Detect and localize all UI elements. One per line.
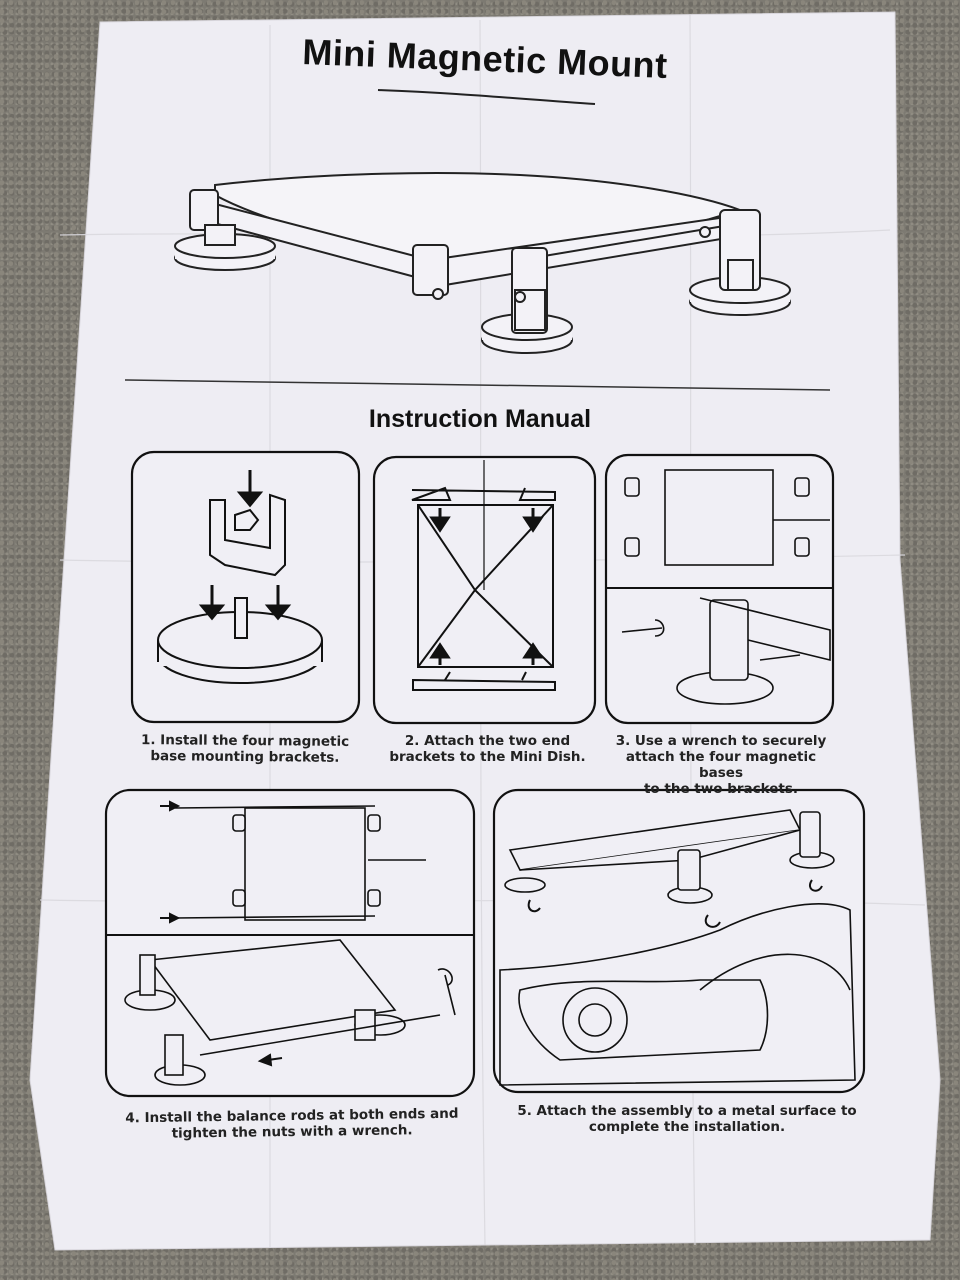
title-underline — [377, 89, 596, 105]
magnetic-mount-illustration — [174, 172, 791, 354]
panel-step-5 — [492, 788, 866, 1094]
step-4-caption: 4. Install the balance rods at both ends… — [125, 1105, 459, 1142]
panel-step-3 — [604, 453, 835, 725]
step-3-caption: 3. Use a wrench to securely attach the f… — [615, 733, 827, 797]
wrench-icon — [621, 619, 665, 637]
step-1-caption: 1. Install the four magnetic base mounti… — [140, 732, 350, 766]
arrow-icon — [429, 508, 544, 665]
arrow-icon — [160, 800, 283, 1067]
arrow-icon — [198, 470, 292, 621]
step-2-caption: 2. Attach the two end brackets to the Mi… — [389, 733, 586, 765]
magnet-icon — [527, 879, 823, 928]
car-illustration — [499, 903, 856, 1086]
wrench-icon — [437, 968, 456, 1016]
panel-step-4 — [104, 788, 476, 1098]
manual-subtitle: Instruction Manual — [368, 405, 592, 433]
step-5-caption: 5. Attach the assembly to a metal surfac… — [517, 1103, 857, 1135]
panel-step-2 — [372, 455, 597, 725]
section-divider — [124, 379, 831, 391]
panel-step-1 — [130, 450, 361, 724]
